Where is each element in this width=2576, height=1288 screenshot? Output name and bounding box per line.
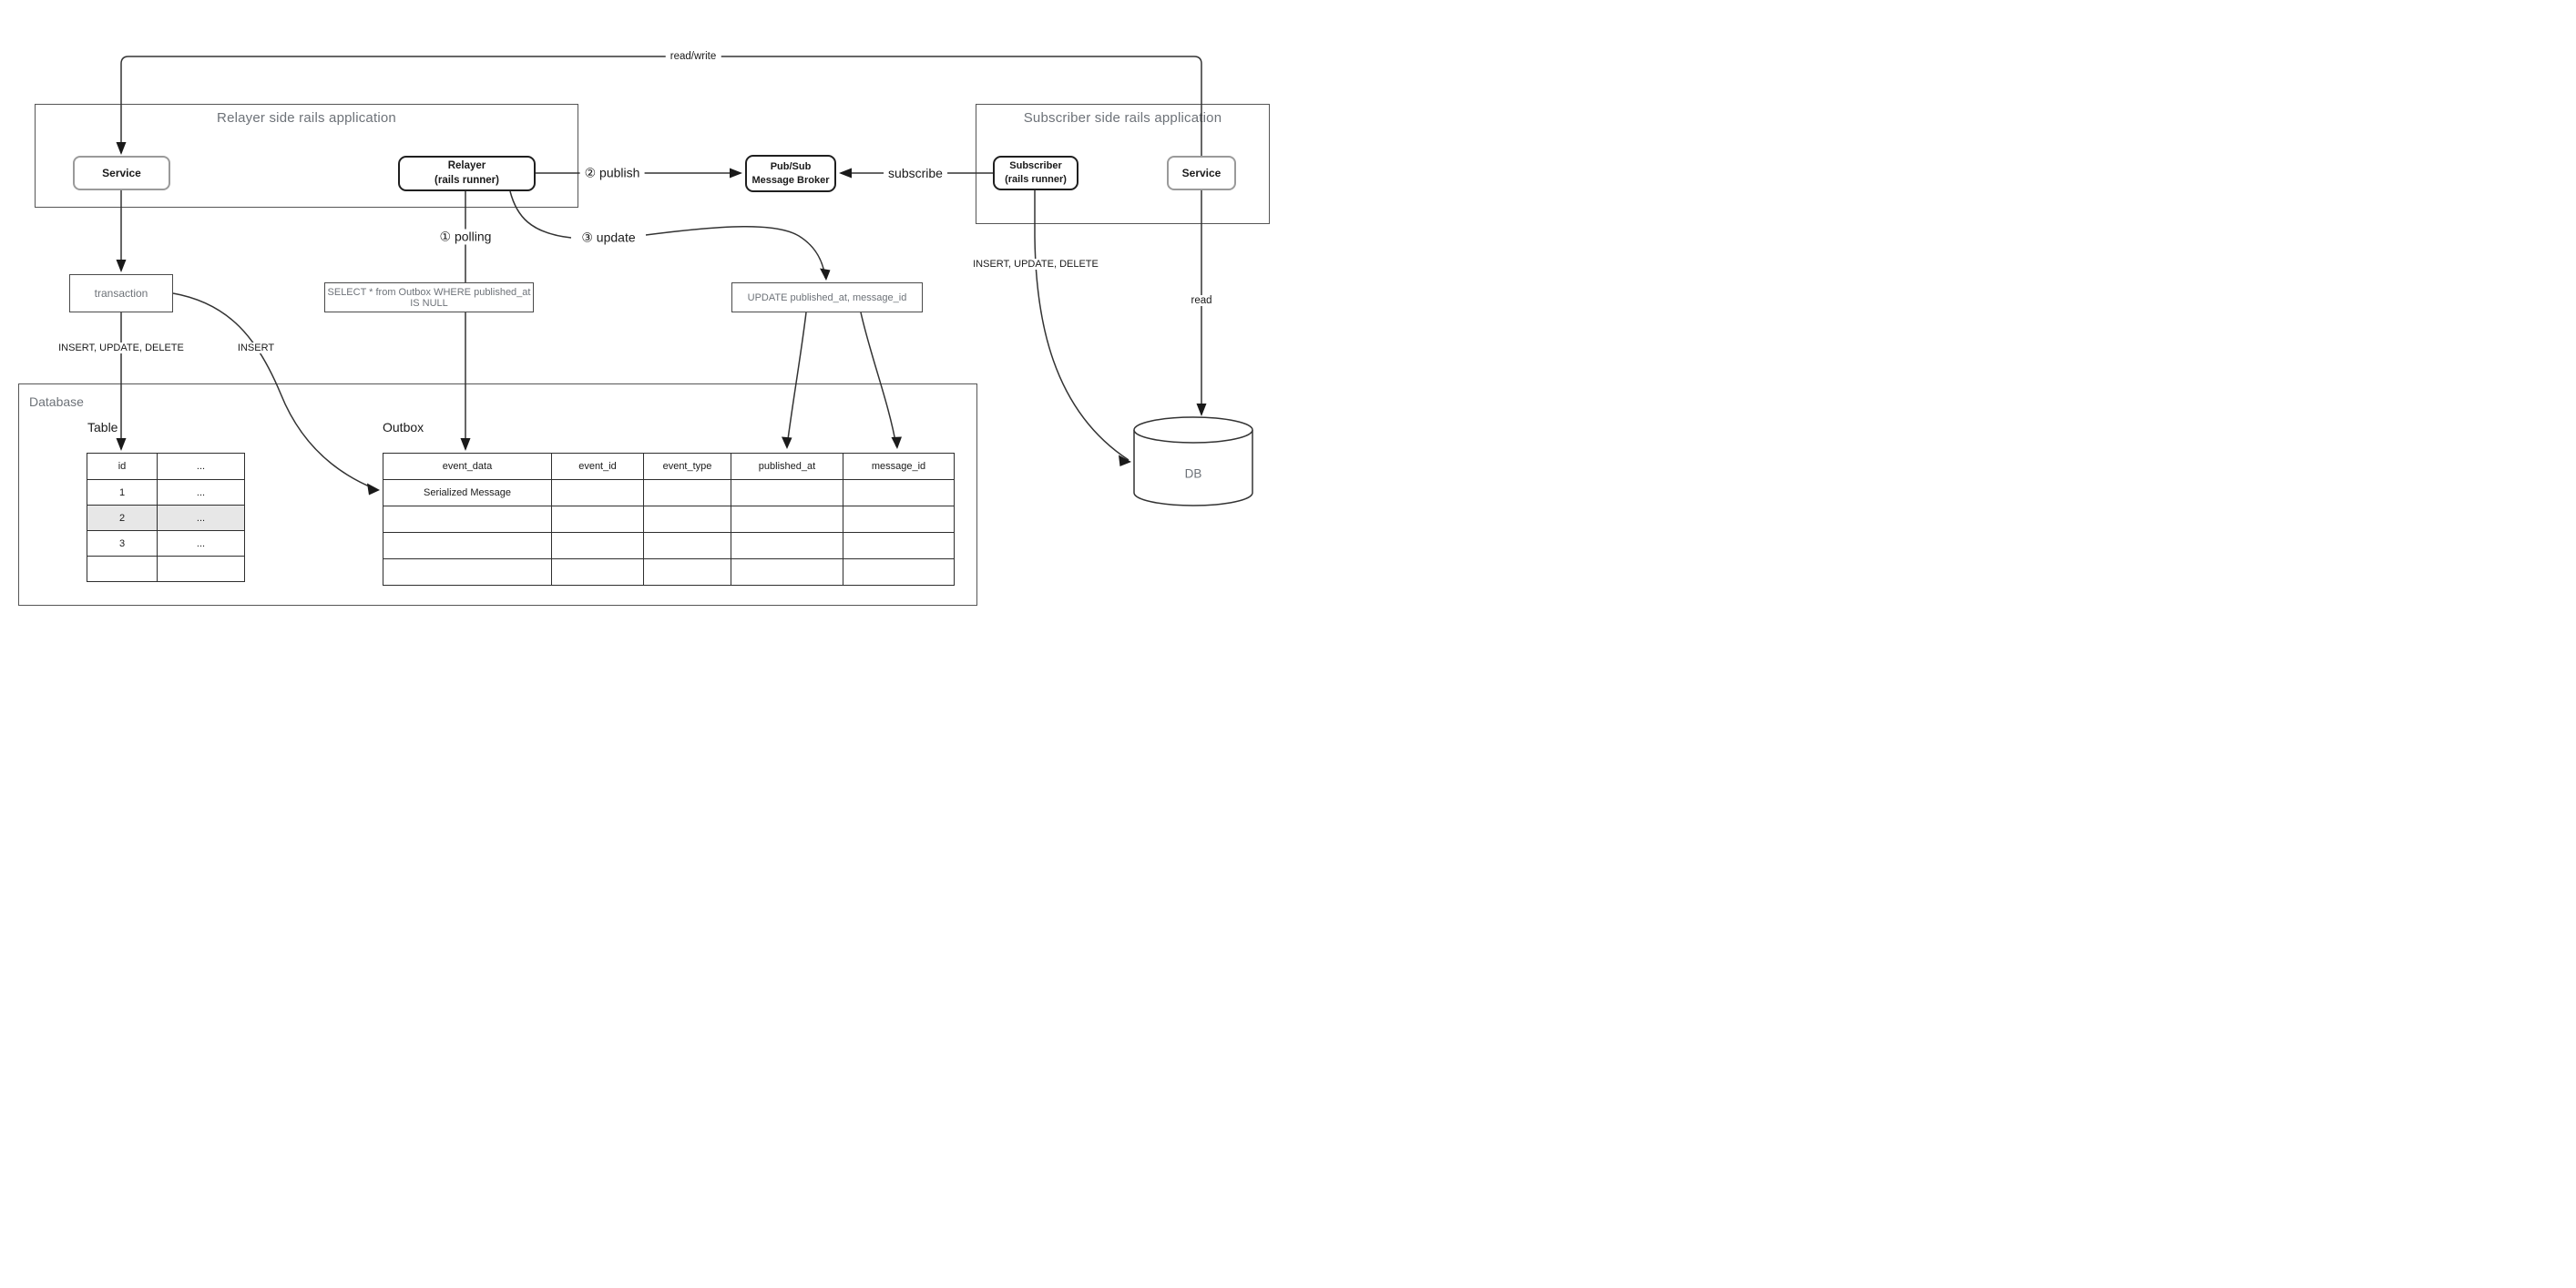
table-header-row: id ... bbox=[87, 453, 245, 480]
outbox-cell bbox=[643, 558, 731, 586]
outbox-cell bbox=[731, 532, 843, 559]
subscribe-arrowhead bbox=[839, 168, 852, 179]
select-sql-text: SELECT * from Outbox WHERE published_at … bbox=[327, 286, 531, 309]
outbox-cell bbox=[643, 532, 731, 559]
publish-arrowhead bbox=[730, 168, 742, 179]
publish-label: ② publish bbox=[579, 165, 645, 181]
outbox-row bbox=[383, 532, 955, 559]
table-row-highlighted: 2 ... bbox=[87, 505, 245, 531]
db-label: DB bbox=[1184, 466, 1202, 481]
table-header-etc: ... bbox=[157, 453, 245, 480]
outbox-cell bbox=[551, 532, 644, 559]
update-sql-box: UPDATE published_at, message_id bbox=[731, 282, 923, 312]
outbox-cell-serialized-message: Serialized Message bbox=[383, 479, 552, 506]
select-sql-box: SELECT * from Outbox WHERE published_at … bbox=[324, 282, 534, 312]
database-title: Database bbox=[29, 394, 84, 409]
insert-update-delete-left-label: INSERT, UPDATE, DELETE bbox=[54, 342, 189, 353]
subscribe-label: subscribe bbox=[884, 166, 947, 180]
subscriber-label-line2: (rails runner) bbox=[1005, 174, 1067, 185]
outbox-header-event-id: event_id bbox=[551, 453, 644, 480]
subscriber-app-title: Subscriber side rails application bbox=[1023, 110, 1222, 126]
update-curve-right bbox=[645, 226, 826, 279]
update-box-arrowhead bbox=[820, 268, 831, 281]
update-label: ③ update bbox=[577, 230, 640, 246]
read-label: read bbox=[1186, 295, 1217, 306]
outbox-cell bbox=[843, 532, 955, 559]
outbox-cell bbox=[731, 479, 843, 506]
subscriber-service-box: Service bbox=[1167, 156, 1236, 190]
outbox-cell bbox=[551, 558, 644, 586]
transaction-box: transaction bbox=[69, 274, 173, 312]
relayer-box: Relayer (rails runner) bbox=[398, 156, 536, 191]
relayer-service-label: Service bbox=[102, 167, 141, 179]
broker-label-line1: Pub/Sub bbox=[770, 160, 812, 172]
database-container bbox=[18, 383, 977, 606]
table-cell bbox=[157, 556, 245, 582]
read-arrowhead bbox=[1196, 404, 1207, 416]
outbox-cell bbox=[643, 479, 731, 506]
outbox-cell bbox=[551, 506, 644, 533]
outbox-cell bbox=[843, 506, 955, 533]
db-left-arrowhead bbox=[1119, 455, 1131, 466]
polling-label: ① polling bbox=[434, 229, 496, 245]
db-cylinder-top bbox=[1133, 416, 1253, 444]
outbox-cell bbox=[383, 558, 552, 586]
read-write-label: read/write bbox=[665, 51, 721, 62]
subscriber-box: Subscriber (rails runner) bbox=[993, 156, 1078, 190]
outbox-header-message-id: message_id bbox=[843, 453, 955, 480]
table-cell: 2 bbox=[87, 505, 158, 531]
outbox-row bbox=[383, 558, 955, 586]
relayer-app-title: Relayer side rails application bbox=[217, 110, 396, 126]
table-cell: 1 bbox=[87, 479, 158, 506]
table-title: Table bbox=[87, 420, 118, 434]
table-cell: ... bbox=[157, 505, 245, 531]
table-row: 1 ... bbox=[87, 479, 245, 506]
table-row bbox=[87, 556, 245, 582]
outbox-cell bbox=[843, 558, 955, 586]
outbox-title: Outbox bbox=[383, 420, 424, 434]
outbox-header-row: event_data event_id event_type published… bbox=[383, 453, 955, 480]
table-header-id: id bbox=[87, 453, 158, 480]
outbox-cell bbox=[383, 506, 552, 533]
outbox-row: Serialized Message bbox=[383, 479, 955, 506]
outbox-table: event_data event_id event_type published… bbox=[383, 453, 955, 586]
subscriber-service-label: Service bbox=[1181, 167, 1222, 179]
table-cell: ... bbox=[157, 479, 245, 506]
table-cell bbox=[87, 556, 158, 582]
transaction-arrowhead bbox=[116, 260, 127, 272]
subscriber-label-line1: Subscriber bbox=[1009, 160, 1062, 172]
outbox-cell bbox=[551, 479, 644, 506]
id-table: id ... 1 ... 2 ... 3 ... bbox=[87, 453, 245, 582]
outbox-pattern-diagram: Relayer side rails application Subscribe… bbox=[0, 0, 1288, 644]
outbox-cell bbox=[643, 506, 731, 533]
outbox-header-event-type: event_type bbox=[643, 453, 731, 480]
outbox-cell bbox=[383, 532, 552, 559]
outbox-cell bbox=[843, 479, 955, 506]
table-cell: ... bbox=[157, 530, 245, 557]
relayer-label-line1: Relayer bbox=[447, 159, 486, 171]
relayer-service-box: Service bbox=[73, 156, 170, 190]
subscriber-to-db-curve bbox=[1034, 190, 1130, 461]
outbox-header-event-data: event_data bbox=[383, 453, 552, 480]
update-sql-text: UPDATE published_at, message_id bbox=[747, 291, 907, 303]
relayer-label-line2: (rails runner) bbox=[434, 174, 499, 186]
pubsub-broker-box: Pub/Sub Message Broker bbox=[745, 155, 836, 192]
insert-update-delete-right-label: INSERT, UPDATE, DELETE bbox=[968, 259, 1103, 270]
transaction-label: transaction bbox=[94, 287, 148, 300]
outbox-cell bbox=[731, 558, 843, 586]
broker-label-line2: Message Broker bbox=[751, 174, 830, 186]
table-row: 3 ... bbox=[87, 530, 245, 557]
outbox-header-published-at: published_at bbox=[731, 453, 843, 480]
table-cell: 3 bbox=[87, 530, 158, 557]
insert-label: INSERT bbox=[232, 342, 280, 353]
outbox-cell bbox=[731, 506, 843, 533]
outbox-row bbox=[383, 506, 955, 533]
